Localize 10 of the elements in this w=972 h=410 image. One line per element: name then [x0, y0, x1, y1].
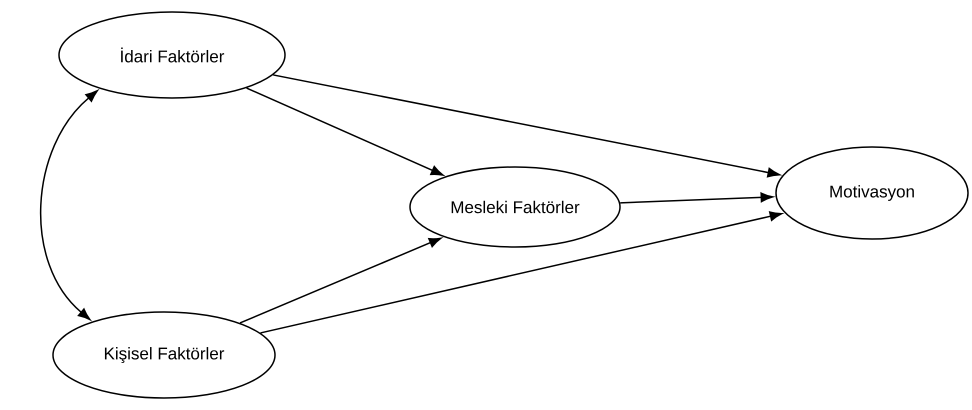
ellipse-node: İdari Faktörler	[58, 11, 286, 99]
arrow	[40, 90, 98, 320]
arrow	[260, 211, 782, 334]
ellipse-node: Motivasyon	[775, 146, 969, 240]
arrow	[246, 87, 444, 176]
ellipse-node: Kişisel Faktörler	[52, 311, 276, 399]
arrow	[240, 238, 442, 324]
arrow	[620, 192, 774, 204]
ellipse-node: Mesleki Faktörler	[409, 166, 621, 248]
arrow	[273, 74, 780, 178]
